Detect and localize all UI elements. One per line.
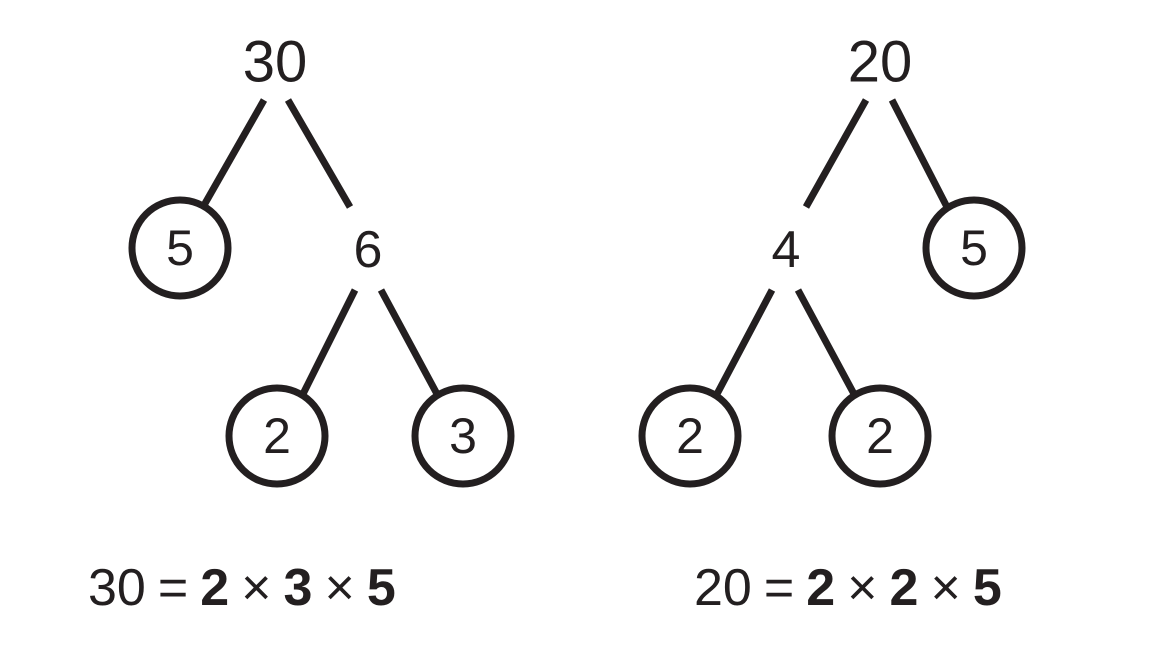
equation-30-equals: = bbox=[158, 559, 188, 617]
node-label-2-right-a: 2 bbox=[676, 408, 704, 464]
node-label-30: 30 bbox=[243, 30, 308, 95]
node-label-4: 4 bbox=[772, 221, 801, 279]
equation-20-factor-2: 2 bbox=[890, 559, 919, 617]
node-label-2-left: 2 bbox=[263, 408, 291, 464]
node-label-2-right-b: 2 bbox=[866, 408, 894, 464]
edge-20-to-5 bbox=[888, 98, 951, 209]
node-circle-5-right bbox=[922, 196, 1026, 300]
edge-30-to-6 bbox=[284, 98, 354, 209]
edge-30-to-5 bbox=[199, 98, 268, 209]
node-circle-3-left bbox=[411, 384, 515, 488]
equation-20-number: 20 bbox=[694, 559, 752, 617]
node-circle-2-right-a bbox=[638, 384, 742, 488]
node-circle-2-right-b bbox=[828, 384, 932, 488]
edge-6-to-2 bbox=[299, 288, 359, 396]
edge-6-to-3 bbox=[377, 288, 441, 396]
equation-30: 30=2×3×5 bbox=[88, 559, 396, 617]
node-circle-5-left bbox=[128, 196, 232, 300]
equation-30-text: 30=2×3×5 bbox=[88, 559, 396, 617]
equation-30-factor-3: 5 bbox=[367, 559, 396, 617]
equation-20-factor-3: 5 bbox=[973, 559, 1002, 617]
node-label-3-left: 3 bbox=[449, 408, 477, 464]
node-label-5-right: 5 bbox=[960, 220, 988, 276]
equation-30-factor-2: 3 bbox=[284, 559, 313, 617]
equation-20: 20=2×2×5 bbox=[694, 559, 1002, 617]
node-circle-2-left bbox=[225, 384, 329, 488]
equation-30-number: 30 bbox=[88, 559, 146, 617]
node-label-5-left: 5 bbox=[166, 220, 194, 276]
edge-4-to-2b bbox=[794, 288, 858, 396]
equation-20-operator-1: × bbox=[847, 559, 877, 617]
edge-4-to-2a bbox=[713, 288, 776, 396]
equation-30-operator-1: × bbox=[241, 559, 271, 617]
equation-20-equals: = bbox=[764, 559, 794, 617]
node-label-6: 6 bbox=[354, 221, 383, 279]
equation-20-text: 20=2×2×5 bbox=[694, 559, 1002, 617]
node-label-20: 20 bbox=[848, 30, 913, 95]
equation-30-operator-2: × bbox=[324, 559, 354, 617]
edge-20-to-4 bbox=[802, 98, 870, 209]
equation-20-operator-2: × bbox=[930, 559, 960, 617]
factor-tree-30: 30 5 6 2 3 bbox=[128, 30, 515, 488]
factor-tree-20: 20 4 5 2 2 bbox=[638, 30, 1026, 488]
equation-20-factor-1: 2 bbox=[806, 559, 835, 617]
equation-30-factor-1: 2 bbox=[200, 559, 229, 617]
